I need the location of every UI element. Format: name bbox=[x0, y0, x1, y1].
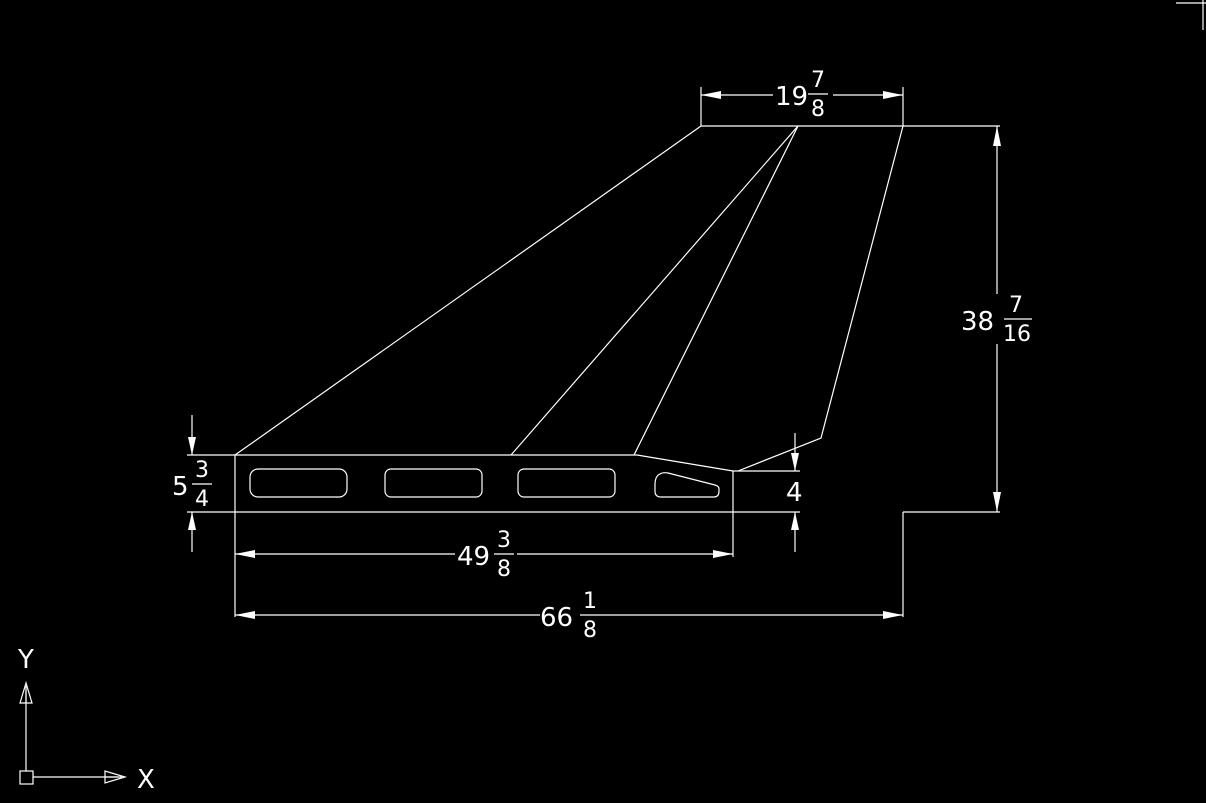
dim-arrow bbox=[235, 550, 255, 558]
slot-2 bbox=[384, 468, 483, 498]
stiffener-line-2 bbox=[633, 125, 799, 456]
dim-numerator: 1 bbox=[583, 589, 597, 614]
part-outline bbox=[234, 125, 904, 513]
ucs-origin-box bbox=[19, 770, 34, 785]
dim-arrow bbox=[713, 550, 733, 558]
ucs-y-label: Y bbox=[17, 645, 34, 675]
dim-overall-length: 66 1 8 bbox=[235, 589, 903, 643]
dim-arrow bbox=[883, 91, 903, 99]
dim-denominator: 16 bbox=[1003, 322, 1031, 347]
dim-denominator: 8 bbox=[811, 97, 825, 122]
dim-value: 4 bbox=[786, 478, 803, 508]
dim-arrow bbox=[791, 512, 799, 530]
dim-numerator: 7 bbox=[1009, 293, 1023, 318]
dim-whole: 5 bbox=[172, 472, 189, 502]
dim-arrow bbox=[791, 453, 799, 471]
dim-flange-length: 49 3 8 bbox=[234, 512, 734, 617]
dim-arrow bbox=[883, 611, 903, 619]
dim-tip-offset: 4 bbox=[733, 433, 803, 552]
dim-height: 38 7 16 bbox=[902, 125, 1036, 617]
dim-whole: 49 bbox=[457, 542, 490, 572]
dim-arrow bbox=[188, 512, 196, 530]
dim-denominator: 4 bbox=[195, 487, 209, 512]
dim-numerator: 3 bbox=[497, 528, 511, 553]
dim-whole: 66 bbox=[540, 603, 573, 633]
flange-top-edge bbox=[235, 454, 734, 472]
dim-arrow bbox=[993, 492, 1001, 512]
dim-arrow bbox=[993, 126, 1001, 146]
dim-numerator: 7 bbox=[811, 68, 825, 93]
crosshair-cursor bbox=[1176, 0, 1206, 30]
dim-arrow bbox=[701, 91, 721, 99]
dim-denominator: 8 bbox=[497, 557, 511, 582]
dim-flange-height: 5 3 4 bbox=[172, 415, 235, 552]
stiffener-line-1 bbox=[510, 125, 799, 456]
dim-whole: 38 bbox=[961, 307, 994, 337]
slot-group bbox=[249, 468, 720, 498]
ucs-x-label: X bbox=[137, 765, 155, 795]
ucs-icon[interactable]: Y X bbox=[17, 645, 155, 795]
slot-1 bbox=[249, 468, 348, 498]
slot-4-tapered bbox=[654, 472, 720, 498]
dim-arrow bbox=[235, 611, 255, 619]
dim-numerator: 3 bbox=[195, 458, 209, 483]
dim-top-width: 19 7 8 bbox=[700, 68, 904, 126]
dim-arrow bbox=[188, 437, 196, 455]
part-outer-profile bbox=[234, 125, 904, 513]
slot-3 bbox=[517, 468, 616, 498]
dim-whole: 19 bbox=[775, 82, 808, 112]
dim-denominator: 8 bbox=[583, 618, 597, 643]
